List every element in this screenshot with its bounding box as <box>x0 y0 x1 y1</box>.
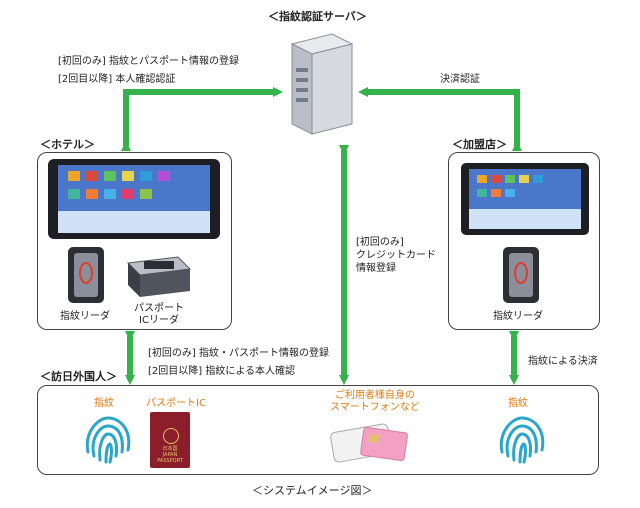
smartphone-icon <box>330 423 408 463</box>
merchant-server-arrow <box>358 87 522 151</box>
hotel-server-label-2: [2回目以降] 本人確認認証 <box>58 74 176 85</box>
merchant-server-label: 決済認証 <box>440 74 480 85</box>
diagram-caption: ＜システムイメージ図＞ <box>252 484 373 497</box>
visitor-hotel-label-2: [2回目以降] 指紋による本人確認 <box>148 366 296 377</box>
merchant-reader-label: 指紋リーダ <box>493 311 543 322</box>
visitor-title: ＜訪日外国人＞ <box>40 370 117 383</box>
hotel-title: ＜ホテル＞ <box>40 138 95 151</box>
hotel-server-label-1: [初回のみ] 指紋とパスポート情報の登録 <box>58 56 239 67</box>
merchant-title: ＜加盟店＞ <box>452 138 507 151</box>
visitor-phone-label: ご利用者様自身の スマートフォンなど <box>330 390 420 413</box>
fingerprint-reader-icon <box>503 247 539 303</box>
hotel-reader-label: 指紋リーダ <box>60 311 110 322</box>
fingerprint-icon <box>499 416 545 464</box>
passport-reader-icon <box>126 256 192 297</box>
hotel-server-arrow <box>121 87 283 151</box>
server-title: ＜指紋認証サーバ＞ <box>268 10 367 23</box>
merchant-box: 指紋リーダ <box>448 152 600 330</box>
tablet-icon <box>48 159 220 239</box>
passport-reader-label: パスポート ICリーダ <box>134 303 184 326</box>
visitor-fingerprint-label: 指紋 <box>94 398 114 409</box>
visitor-merchant-label: 指紋による決済 <box>528 356 598 367</box>
fingerprint-reader-icon <box>68 247 104 303</box>
passport-cover-text: 日本国 JAPAN PASSPORT <box>157 446 183 464</box>
phone-server-label: [初回のみ] クレジットカード 情報登録 <box>356 237 436 274</box>
tablet-icon <box>461 163 589 235</box>
visitor-box: 指紋 パスポートIC 日本国 JAPAN PASSPORT ご利用者様自身の ス… <box>37 385 599 475</box>
visitor-hotel-label-1: [初回のみ] 指紋・パスポート情報の登録 <box>148 348 329 359</box>
hotel-box: 指紋リーダ パスポート ICリーダ <box>37 152 232 330</box>
visitor-fingerprint2-label: 指紋 <box>508 398 528 409</box>
fingerprint-icon <box>85 416 131 464</box>
server-icon <box>290 33 354 135</box>
visitor-passport-label: パスポートIC <box>146 398 206 409</box>
passport-icon: 日本国 JAPAN PASSPORT <box>150 412 190 468</box>
